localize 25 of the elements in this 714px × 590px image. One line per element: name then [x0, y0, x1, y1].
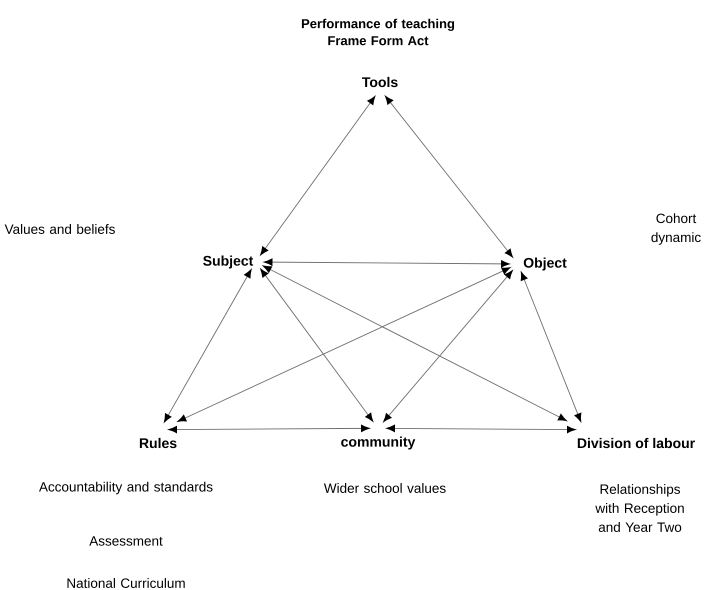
- vertex-label: Tools: [362, 76, 398, 88]
- double-arrow: [520, 272, 582, 422]
- annotation: Wider school values: [324, 483, 446, 493]
- vertex-label: Rules: [140, 438, 176, 448]
- annotation: Relationships with Reception and Year Two: [595, 484, 684, 532]
- double-arrow: [177, 267, 511, 422]
- double-arrow: [386, 424, 576, 434]
- annotation: Values and beliefs: [4, 224, 115, 234]
- double-arrow: [383, 270, 513, 422]
- annotation: Assessment: [89, 536, 163, 546]
- double-arrow: [262, 266, 567, 422]
- annotation: Accountability and standards: [38, 482, 213, 494]
- double-arrow: [384, 96, 514, 258]
- vertex-label: Object: [524, 257, 567, 271]
- double-arrow: [260, 268, 374, 422]
- vertex-label: Subject: [203, 255, 254, 269]
- double-arrow: [164, 269, 252, 423]
- double-arrow: [260, 96, 376, 256]
- double-arrow: [168, 424, 370, 434]
- annotation: National Curriculum: [67, 578, 185, 588]
- vertex-label: community: [341, 436, 416, 450]
- title: Performance of teaching Frame Form Act: [302, 18, 454, 46]
- vertex-label: Division of labour: [578, 438, 695, 448]
- double-arrow: [264, 258, 510, 268]
- annotation: Cohort dynamic: [651, 213, 701, 245]
